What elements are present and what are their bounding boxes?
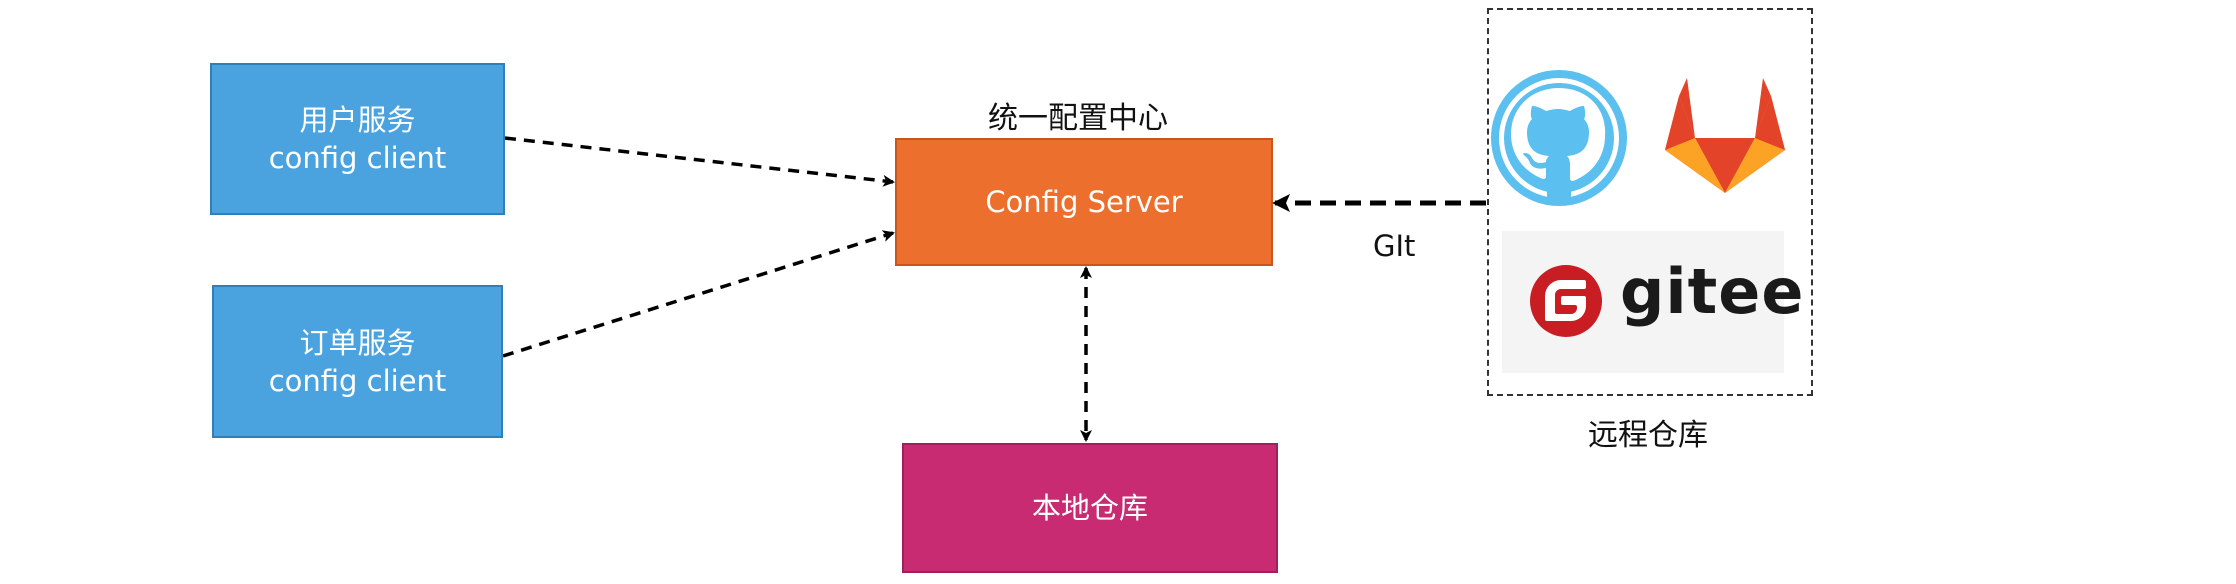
local-repo-node: 本地仓库	[902, 443, 1278, 573]
gitee-mark-icon	[1530, 265, 1602, 337]
local-repo-label: 本地仓库	[1031, 491, 1148, 525]
order-service-subtitle: config client	[268, 363, 447, 398]
gitee-wordmark: gitee	[1620, 255, 1805, 328]
user-service-title: 用户服务	[299, 103, 416, 137]
config-server-caption: 统一配置中心	[988, 101, 1168, 136]
order-service-node: 订单服务 config client	[212, 285, 503, 438]
remote-repo-group	[1487, 8, 1813, 396]
gitlab-icon	[1665, 78, 1785, 193]
github-icon	[1491, 70, 1627, 206]
edge-order-to-server	[502, 230, 895, 358]
edge-user-to-server	[504, 136, 895, 187]
order-service-title: 订单服务	[299, 325, 416, 360]
user-service-subtitle: config client	[268, 141, 447, 175]
remote-repo-caption: 远程仓库	[1588, 418, 1708, 453]
gitee-logo: gitee	[1502, 231, 1803, 373]
config-server-label: Config Server	[985, 185, 1183, 219]
git-edge-label: GIt	[1373, 229, 1416, 263]
user-service-node: 用户服务 config client	[210, 63, 505, 215]
config-server-node: Config Server	[895, 138, 1273, 266]
